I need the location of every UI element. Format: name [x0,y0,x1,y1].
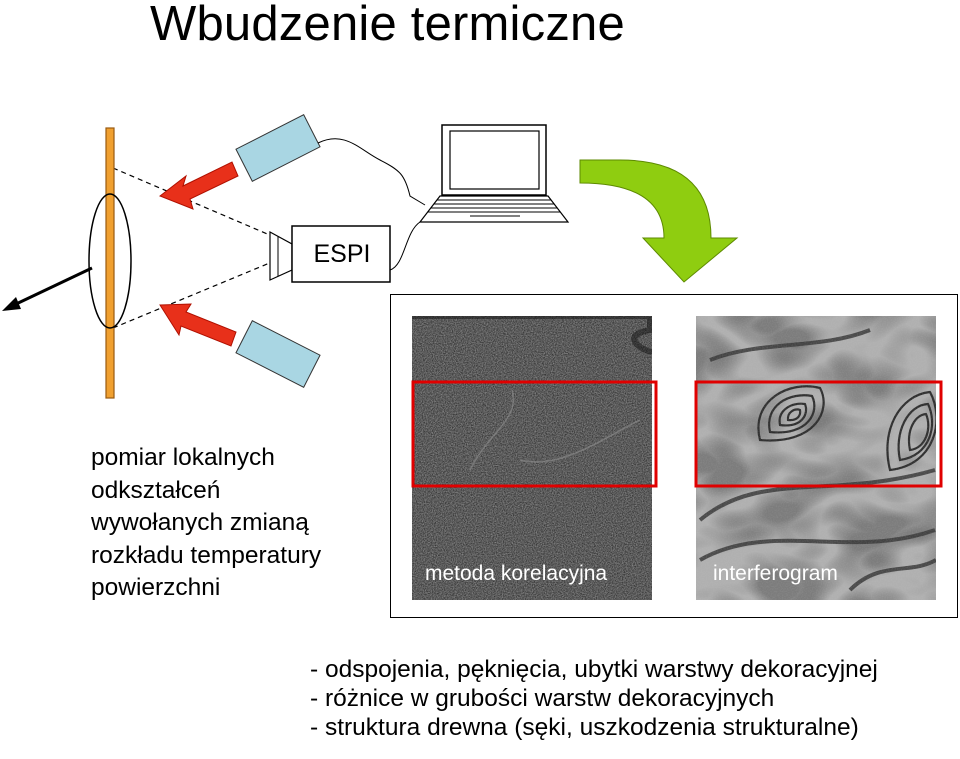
description-line: pomiar lokalnych [91,444,275,471]
displacement-arrow [2,266,93,311]
finding-item: - różnice w grubości warstw dekoracyjnyc… [310,685,775,712]
page-title: Wbudzenie termiczne [150,0,625,51]
highlight-box-interferogram [694,380,943,488]
description-text: pomiar lokalnych odkształceń wywołanych … [91,442,321,605]
green-curved-arrow-icon [579,159,739,283]
illumination-lines [112,167,273,329]
measurement-region-ellipse [88,193,132,329]
heat-lamp-lower [235,320,321,388]
lower-dashed-ray [112,261,273,329]
description-line: powierzchni [91,574,221,601]
upper-dashed-ray [112,167,273,237]
laptop-icon [418,124,570,223]
finding-item: - struktura drewna (sęki, uszkodzenia st… [310,714,859,741]
red-arrow-icon [158,161,239,347]
heat-lamp-upper [235,114,321,182]
findings-list: - odspojenia, pęknięcia, ubytki warstwy … [310,655,878,742]
interferogram-caption: interferogram [713,562,838,585]
espi-box [291,225,391,283]
finding-item: - odspojenia, pęknięcia, ubytki warstwy … [310,656,878,683]
description-line: wywołanych zmianą [91,509,309,536]
espi-label: ESPI [313,239,371,268]
description-line: rozkładu temperatury [91,541,322,569]
interferogram-image [696,316,936,600]
cables [317,138,426,271]
highlight-box-correlation [411,380,658,488]
correlation-caption: metoda korelacyjna [425,562,608,585]
description-line: odkształceń [91,476,221,504]
camera-icon [269,225,391,283]
sample-bar [105,127,115,399]
correlation-image [412,316,652,600]
